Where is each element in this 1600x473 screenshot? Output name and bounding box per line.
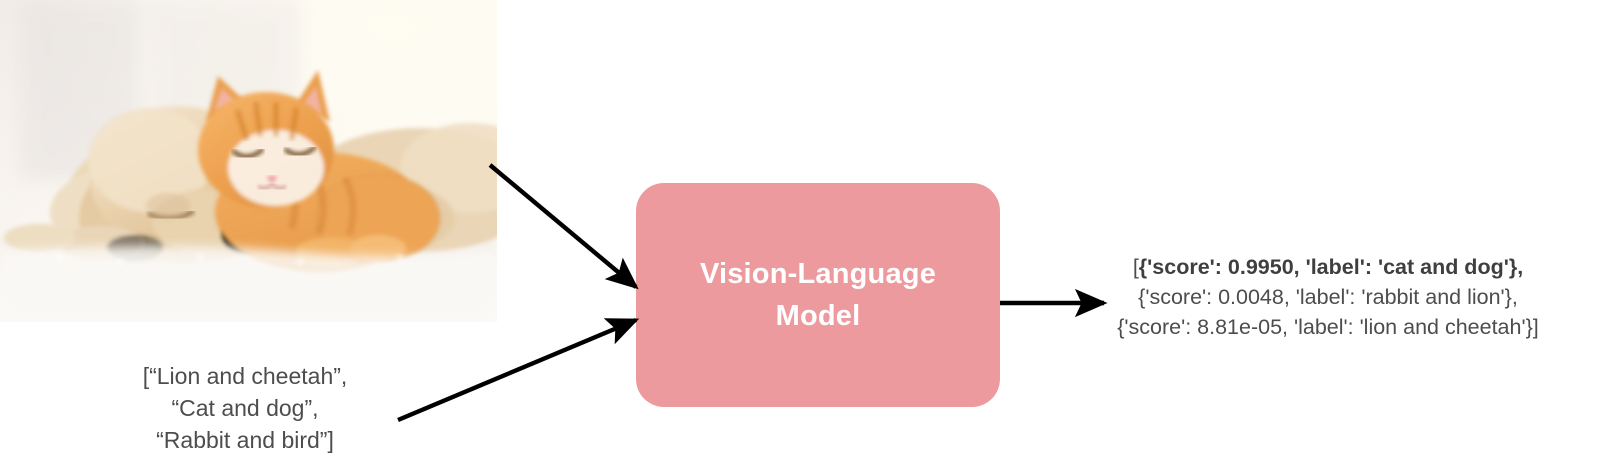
- output-line-1: [{'score': 0.9950, 'label': 'cat and dog…: [1058, 252, 1598, 282]
- arrow-image-to-model: [488, 163, 639, 290]
- model-label-line-2: Model: [775, 300, 861, 332]
- output-line-2: {'score': 0.0048, 'label': 'rabbit and l…: [1058, 282, 1598, 312]
- input-image: [0, 0, 497, 322]
- model-box-label: Vision-Language Model: [700, 253, 936, 337]
- output-prediction-3: {'score': 8.81e-05, 'label': 'lion and c…: [1117, 315, 1539, 339]
- prompt-line-1: [“Lion and cheetah”,: [142, 363, 348, 389]
- vision-language-model-box: Vision-Language Model: [636, 183, 1000, 407]
- model-label-line-1: Vision-Language: [699, 258, 937, 290]
- prompt-line-2: “Cat and dog”,: [171, 395, 319, 421]
- output-open-bracket: [: [1132, 255, 1139, 279]
- prompt-label-list: [“Lion and cheetah”, “Cat and dog”, “Rab…: [45, 360, 445, 456]
- output-prediction-2: {'score': 0.0048, 'label': 'rabbit and l…: [1138, 285, 1518, 309]
- output-predictions: [{'score': 0.9950, 'label': 'cat and dog…: [1058, 252, 1598, 342]
- puppy-and-kitten-photo: [0, 0, 497, 322]
- output-prediction-1: {'score': 0.9950, 'label': 'cat and dog'…: [1138, 255, 1524, 279]
- output-line-3: {'score': 8.81e-05, 'label': 'lion and c…: [1058, 312, 1598, 342]
- prompt-line-3: “Rabbit and bird”]: [156, 427, 334, 453]
